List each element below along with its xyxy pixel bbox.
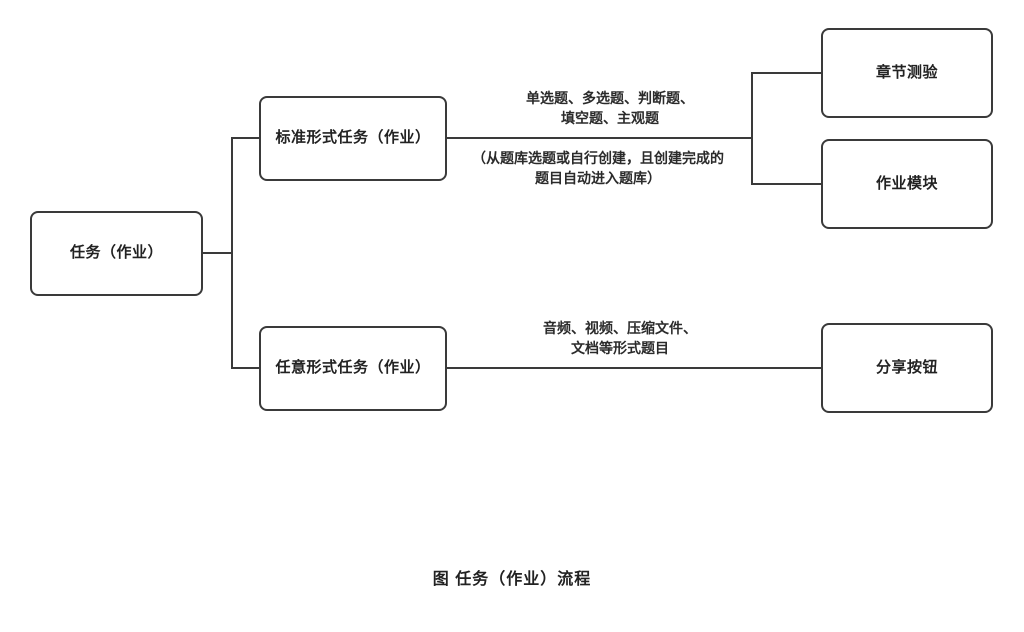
edge-label-file-types: 音频、视频、压缩文件、 文档等形式题目 [543, 320, 697, 357]
node-standard-task-label: 标准形式任务（作业） [275, 129, 431, 147]
node-root[interactable]: 任务（作业） [30, 211, 203, 296]
edge-label-question-types: 单选题、多选题、判断题、 填空题、主观题 [526, 90, 694, 127]
node-share-button[interactable]: 分享按钮 [821, 323, 993, 413]
node-homework-module[interactable]: 作业模块 [821, 139, 993, 229]
node-share-button-label: 分享按钮 [875, 358, 938, 376]
node-homework-module-label: 作业模块 [875, 174, 938, 192]
node-root-label: 任务（作业） [69, 244, 163, 262]
node-chapter-quiz[interactable]: 章节测验 [821, 28, 993, 118]
node-free-task-label: 任意形式任务（作业） [275, 359, 431, 377]
figure-caption: 图 任务（作业）流程 [432, 571, 592, 588]
edge-label-question-bank-note: （从题库选题或自行创建，且创建完成的 题目自动进入题库） [472, 150, 724, 187]
node-standard-task[interactable]: 标准形式任务（作业） [259, 96, 447, 181]
node-free-task[interactable]: 任意形式任务（作业） [259, 326, 447, 411]
node-chapter-quiz-label: 章节测验 [875, 63, 938, 81]
